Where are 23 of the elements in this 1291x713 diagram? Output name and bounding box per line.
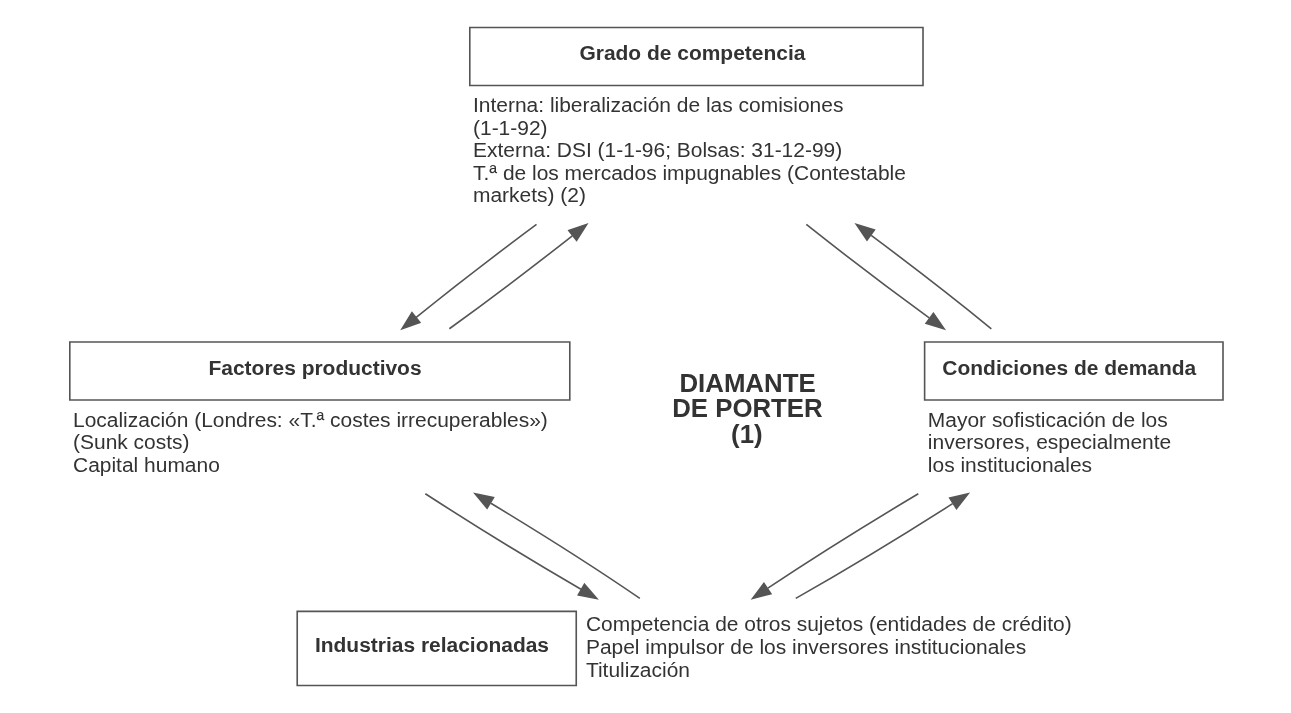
arrow (794, 492, 970, 600)
arrow (750, 492, 919, 600)
node-box: Factores productivos (68, 341, 571, 401)
node-label: Mayor sofisticación de los inversores, especialmente los institucionales (927, 407, 1171, 476)
node-label: T.ª de los mercados impugnables (Contestable markets) (2) (472, 160, 906, 207)
label: DIAMANTE DE PORTER (1) (671, 368, 823, 449)
node-label: Competencia de otros sujetos (entidades de crédito) (585, 612, 1072, 636)
arrow (424, 492, 599, 600)
node-box: Industrias relacionadas (295, 610, 577, 687)
node-label: Externa: DSI (1-1-96; Bolsas: 31-12-99) (472, 138, 842, 162)
node-label: (Sunk costs) (72, 430, 189, 454)
node-box: Grado de competencia (468, 26, 924, 87)
node-label: Papel impulsor de los inversores institucionales (585, 634, 1026, 658)
node-label: Localización (Londres: «T.ª costes irrecuperables») (72, 407, 548, 431)
node-label: Capital humano (72, 452, 220, 476)
node-label: Interna: liberalización de las comisiones (1-1-92) (472, 92, 843, 139)
node-box: Condiciones de demanda (923, 341, 1224, 401)
arrow (399, 223, 537, 331)
node-label: Titulización (585, 657, 690, 681)
arrow (853, 223, 992, 330)
arrow (472, 492, 641, 600)
arrow (805, 223, 946, 331)
arrow (448, 222, 589, 330)
